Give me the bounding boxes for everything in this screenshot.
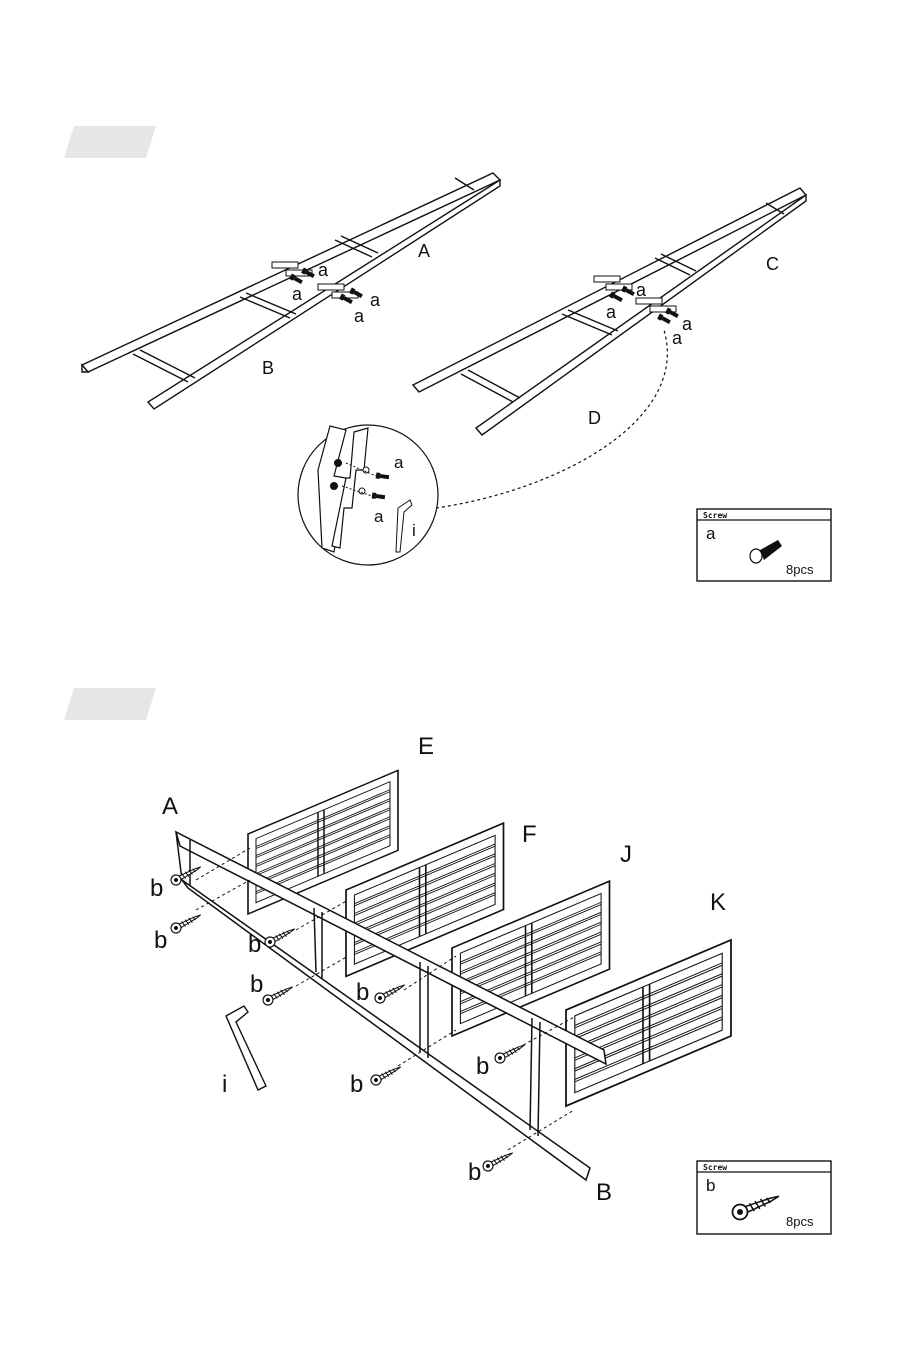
screw-label-a: a: [672, 328, 683, 348]
screw-label-a: a: [318, 260, 329, 280]
screw-label-a: a: [606, 302, 617, 322]
screw-label-b: b: [476, 1053, 489, 1080]
part-label-k: K: [710, 889, 726, 916]
parts-box-code: a: [706, 524, 716, 543]
parts-box-screw-b: Screw b 8pcs: [697, 1161, 831, 1234]
part-label-e: E: [418, 733, 434, 760]
part-label-a: A: [162, 793, 178, 820]
part-label-a: A: [418, 241, 430, 261]
allen-key-icon: [226, 1006, 266, 1090]
screw-label-b: b: [468, 1159, 481, 1186]
screw-label-b: b: [350, 1071, 363, 1098]
part-label-b: B: [596, 1179, 612, 1206]
screw-label-b: b: [150, 875, 163, 902]
step-1-tab: [64, 126, 156, 158]
parts-box-title: Screw: [703, 1163, 727, 1172]
screw-label-a: a: [682, 314, 693, 334]
detail-view: a a i: [298, 425, 438, 565]
detail-screw-label-a: a: [374, 507, 384, 526]
screw-label-b: b: [250, 971, 263, 998]
screw-label-a: a: [636, 280, 647, 300]
parts-box-screw-a: Screw a 8pcs: [697, 509, 831, 581]
part-label-c: C: [766, 254, 779, 274]
screw-label-a: a: [370, 290, 381, 310]
part-label-b: B: [262, 358, 274, 378]
step-2-tab: [64, 688, 156, 720]
part-label-d: D: [588, 408, 601, 428]
parts-box-qty: 8pcs: [786, 1214, 814, 1229]
screw-label-a: a: [292, 284, 303, 304]
tool-label-i: i: [222, 1071, 227, 1098]
screw-label-b: b: [356, 979, 369, 1006]
detail-tool-label-i: i: [412, 521, 416, 540]
part-label-f: F: [522, 821, 537, 848]
parts-box-code: b: [706, 1176, 715, 1195]
detail-screw-label-a: a: [394, 453, 404, 472]
parts-box-qty: 8pcs: [786, 562, 814, 577]
parts-box-title: Screw: [703, 511, 727, 520]
screw-label-a: a: [354, 306, 365, 326]
screw-label-b: b: [248, 931, 261, 958]
part-label-j: J: [620, 841, 632, 868]
screw-label-b: b: [154, 927, 167, 954]
